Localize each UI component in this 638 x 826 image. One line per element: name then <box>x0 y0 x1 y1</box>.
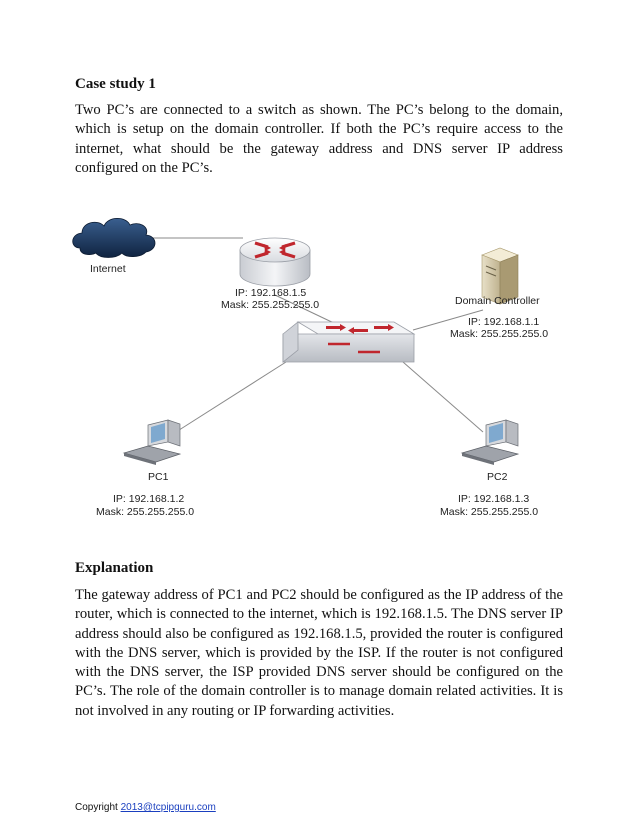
pc2-mask: Mask: 255.255.255.0 <box>440 506 538 518</box>
router-ip: IP: 192.168.1.5 <box>235 287 306 299</box>
switch-icon <box>282 321 416 363</box>
copyright-prefix: Copyright <box>75 802 121 813</box>
pc2-ip: IP: 192.168.1.3 <box>458 493 529 505</box>
pc1-label: PC1 <box>148 471 169 483</box>
internet-label: Internet <box>90 263 126 275</box>
copyright-footer: Copyright 2013@tcpipguru.com <box>75 802 216 813</box>
link-router-switch <box>274 294 339 326</box>
link-switch-pc1 <box>175 361 287 433</box>
pc2-icon <box>460 419 520 465</box>
pc1-icon <box>122 419 182 465</box>
network-links <box>128 237 484 433</box>
pc2-label: PC2 <box>487 471 508 483</box>
server-icon <box>481 247 519 305</box>
copyright-link[interactable]: 2013@tcpipguru.com <box>120 802 216 813</box>
explanation-heading: Explanation <box>75 560 154 576</box>
case-study-heading: Case study 1 <box>75 76 156 92</box>
pc1-mask: Mask: 255.255.255.0 <box>96 506 194 518</box>
link-switch-pc2 <box>402 361 484 433</box>
internet-cloud-icon <box>72 217 156 258</box>
router-icon <box>239 237 311 287</box>
case-study-text: Two PC’s are connected to a switch as sh… <box>75 102 563 176</box>
link-switch-dc <box>412 309 484 331</box>
domain-controller-mask: Mask: 255.255.255.0 <box>450 328 548 340</box>
router-mask: Mask: 255.255.255.0 <box>221 299 319 311</box>
pc1-ip: IP: 192.168.1.2 <box>113 493 184 505</box>
explanation-text: The gateway address of PC1 and PC2 shoul… <box>75 587 563 719</box>
network-diagram: Internet IP: 192.168.1.5 Mask: 255.255.2… <box>72 217 548 518</box>
domain-controller-ip: IP: 192.168.1.1 <box>468 316 539 328</box>
domain-controller-label: Domain Controller <box>455 295 540 307</box>
